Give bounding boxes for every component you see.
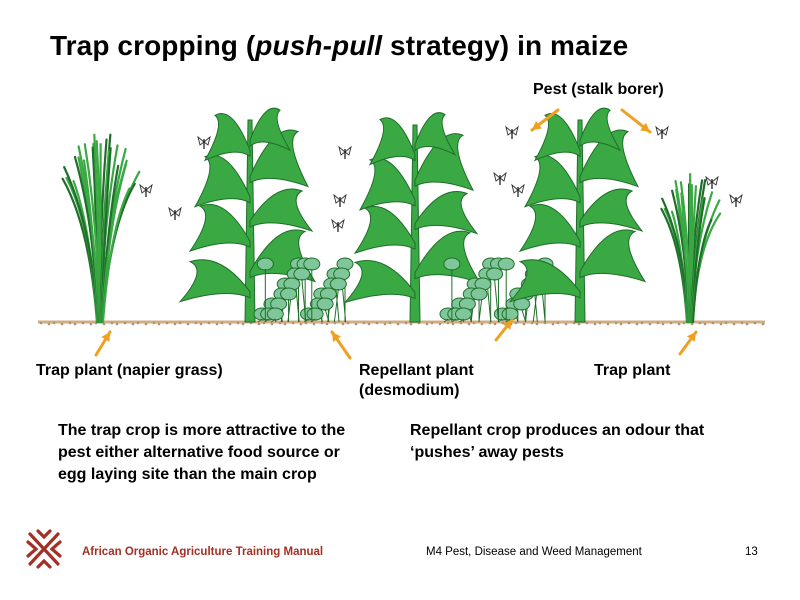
- trap-plant-label: Trap plant: [594, 362, 671, 379]
- stalk-borer-moth-4: [331, 218, 345, 232]
- napier-grass-right: [660, 172, 722, 324]
- stalk-borer-moth-5: [168, 206, 182, 220]
- stalk-borer-moth-8: [511, 183, 525, 197]
- pest-arrow-right: [620, 108, 652, 134]
- footer-module: M4 Pest, Disease and Weed Management: [426, 546, 642, 558]
- desmodium-arrow: [494, 318, 514, 342]
- footer-manual-name: African Organic Agriculture Training Man…: [82, 546, 324, 558]
- repellant-plant-label-line2: (desmodium): [359, 382, 460, 399]
- stalk-borer-moth-9: [655, 125, 669, 139]
- repellant-plant-label-line1: Repellant plant: [359, 362, 474, 379]
- trap-plant-napier-arrow: [94, 330, 112, 357]
- pest-arrow-left: [530, 108, 560, 132]
- pest-label: Pest (stalk borer): [533, 81, 664, 98]
- trap-plant-arrow: [678, 330, 698, 356]
- repellant-plant-arrow: [330, 330, 352, 360]
- title-part1: Trap cropping (: [50, 30, 256, 61]
- repellant-plant-label: Repellant plant (desmodium): [359, 361, 474, 401]
- soil-ground: [38, 320, 765, 326]
- slide-title: Trap cropping (push-pull strategy) in ma…: [50, 30, 628, 62]
- stalk-borer-moth-7: [505, 125, 519, 139]
- stalk-borer-moth-11: [729, 193, 743, 207]
- manual-logo-icon: [26, 529, 62, 569]
- stalk-borer-moth-2: [338, 145, 352, 159]
- paragraph-repellant-crop: Repellant crop produces an odour that ‘p…: [410, 422, 705, 461]
- stalk-borer-moth-1: [197, 135, 211, 149]
- trap-plant-napier-label: Trap plant (napier grass): [36, 362, 223, 379]
- napier-grass-left: [61, 133, 141, 324]
- title-part2: strategy) in maize: [382, 30, 629, 61]
- maize-plant-2: [343, 112, 482, 323]
- footer-page-number: 13: [745, 546, 758, 558]
- maize-plant-3: [508, 107, 647, 323]
- maize-plant-1: [178, 107, 317, 323]
- title-italic: push-pull: [255, 30, 383, 61]
- stalk-borer-moth-6: [493, 171, 507, 185]
- stalk-borer-moth-3: [333, 193, 347, 207]
- stalk-borer-moth-12: [139, 183, 153, 197]
- desmodium-left: [253, 257, 354, 323]
- stalk-borer-moth-10: [705, 175, 719, 189]
- paragraph-trap-crop: The trap crop is more attractive to the …: [58, 422, 346, 483]
